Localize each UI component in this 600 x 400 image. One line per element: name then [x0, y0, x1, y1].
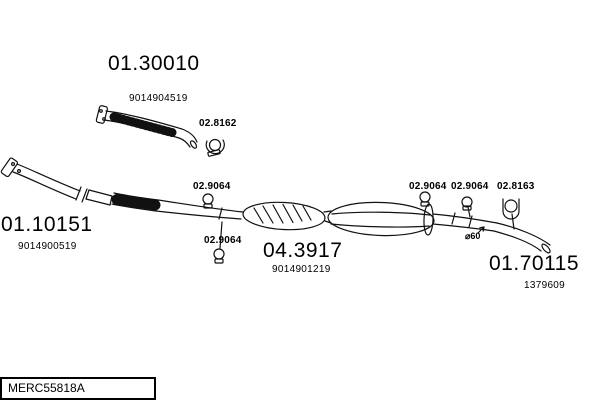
fitting-number-clamp-4: 02.9064 [451, 181, 489, 192]
ref-number-center-silencer: 9014901219 [272, 264, 331, 275]
clamp-icon-3 [419, 191, 431, 207]
pipe-diameter-annotation: ⌀60 [465, 231, 481, 241]
tailpipe-drawing [432, 212, 551, 254]
part-number-front-pipe: 01.30010 [108, 52, 200, 75]
downpipe-drawing [0, 157, 244, 220]
part-number-rear-pipe: 01.70115 [489, 252, 580, 275]
hanger-icon [502, 198, 520, 230]
drawing-code: MERC55818A [8, 381, 85, 395]
drawing-code-box: MERC55818A [0, 377, 156, 400]
fitting-number-clamp-3: 02.9064 [409, 181, 447, 192]
part-number-center-silencer: 04.3917 [263, 239, 343, 262]
fitting-number-hanger: 02.8163 [497, 181, 535, 192]
part-number-downpipe: 01.10151 [1, 213, 93, 236]
front-pipe-drawing [95, 105, 198, 149]
clamp-icon-2 [213, 221, 225, 264]
center-silencer-drawing [242, 201, 435, 237]
mount-02-8162-icon [205, 138, 225, 157]
clamp-icon-4 [461, 196, 473, 218]
ref-number-rear-pipe: 1379609 [524, 280, 566, 291]
fitting-number-mount-top: 02.8162 [199, 118, 237, 129]
fitting-number-clamp-2: 02.9064 [204, 235, 242, 246]
clamp-icon-1 [202, 193, 214, 209]
ref-number-front-pipe: 9014904519 [129, 93, 188, 104]
ref-number-downpipe: 9014900519 [18, 241, 77, 252]
fitting-number-clamp-1: 02.9064 [193, 181, 231, 192]
